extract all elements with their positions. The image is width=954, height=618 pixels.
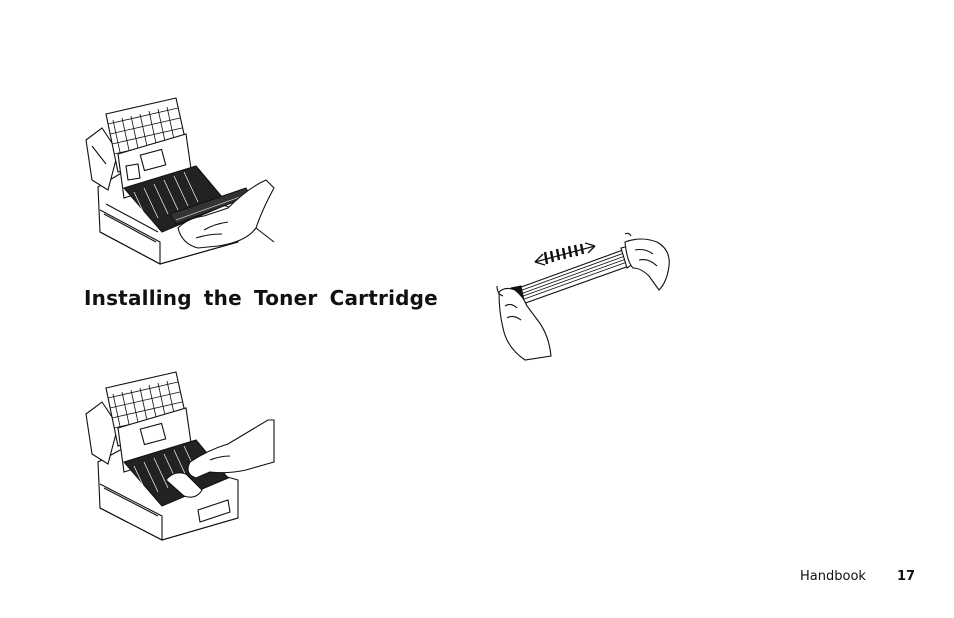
page-footer: Handbook 17 [795, 569, 920, 589]
section-heading: Installing the Toner Cartridge [84, 286, 438, 310]
printer-open-cover-illustration [78, 92, 278, 267]
shake-toner-cartridge-illustration [495, 232, 675, 362]
footer-book-title: Handbook [800, 569, 866, 584]
printer-insert-cartridge-illustration [78, 370, 278, 542]
page-number: 17 [897, 569, 915, 584]
